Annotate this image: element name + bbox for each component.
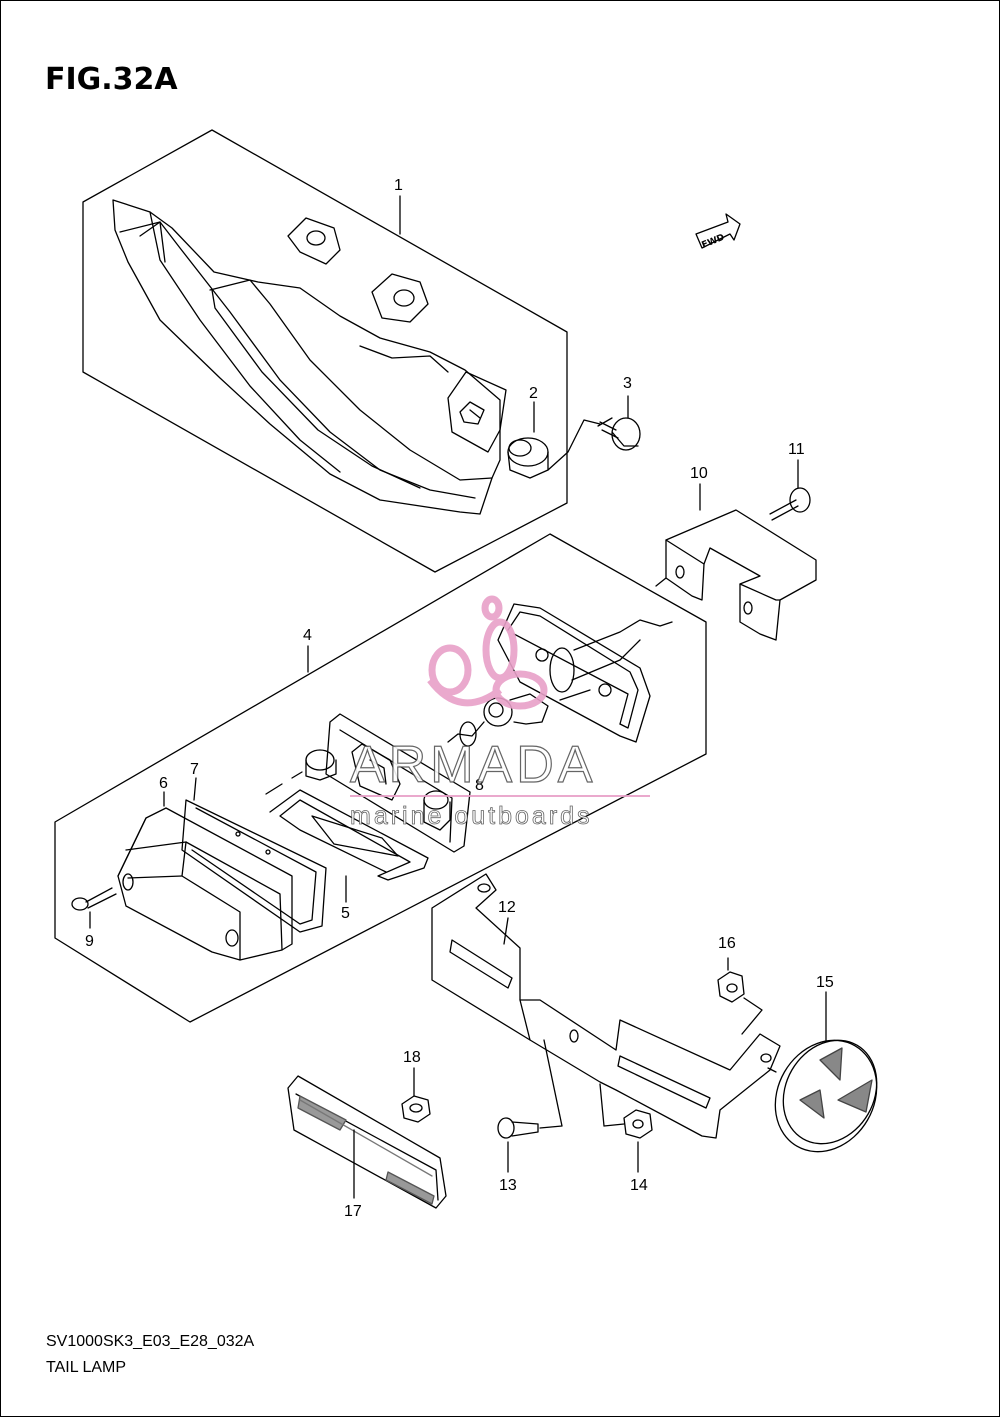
part-4-group-box	[54, 533, 707, 1023]
part-4-lamp-unit	[497, 603, 673, 743]
callout-5: 5	[341, 905, 350, 922]
callout-8: 8	[475, 777, 484, 794]
figure-title: FIG.32A	[45, 62, 178, 97]
callout-1: 1	[394, 177, 403, 194]
callout-11: 11	[788, 441, 805, 458]
part-11-screw	[769, 487, 811, 521]
callout-18: 18	[403, 1049, 421, 1066]
callout-15: 15	[816, 974, 834, 991]
part-9-screw	[71, 887, 117, 911]
callout-6: 6	[159, 775, 168, 792]
callout-7: 7	[190, 761, 199, 778]
watermark: ARMADA marine outboards	[349, 595, 650, 830]
part-18-nut	[401, 1095, 431, 1123]
part-10-bracket	[665, 509, 817, 641]
part-13-bolt	[497, 1117, 539, 1139]
part-14-nut	[623, 1109, 653, 1139]
callout-17: 17	[344, 1203, 362, 1220]
part-3-screw	[597, 417, 641, 451]
part-5-bracket	[269, 789, 429, 881]
callout-10: 10	[690, 465, 708, 482]
callout-14: 14	[630, 1177, 648, 1194]
part-1-group-box	[82, 129, 568, 573]
callout-3: 3	[623, 375, 632, 392]
part-1-tail-lamp	[112, 199, 507, 515]
watermark-tagline: marine outboards	[350, 802, 593, 830]
callout-12: 12	[498, 899, 516, 916]
part-7-gasket	[181, 799, 327, 933]
callout-2: 2	[529, 385, 538, 402]
fwd-arrow-icon	[695, 213, 741, 249]
part-8-bulb-holder	[305, 713, 471, 853]
watermark-logo-icon	[427, 595, 548, 710]
part-2-grommet	[507, 437, 549, 479]
part-17-reflector	[287, 1075, 447, 1209]
callout-13: 13	[499, 1177, 517, 1194]
figure-code: SV1000SK3_E03_E28_032A	[46, 1333, 255, 1350]
part-16-nut	[717, 971, 745, 1003]
figure-name: TAIL LAMP	[46, 1359, 127, 1376]
part-12-bracket	[431, 873, 781, 1139]
callout-labels: 1 2 3 4 5 6 7 8 9 10 11 12 13 14 15 16 1…	[85, 177, 834, 1220]
part-6-lens	[117, 807, 293, 961]
watermark-brand: ARMADA	[350, 736, 596, 794]
callout-16: 16	[718, 935, 736, 952]
callout-4: 4	[303, 627, 312, 644]
part-15-round-reflector	[774, 1039, 878, 1153]
callout-9: 9	[85, 933, 94, 950]
